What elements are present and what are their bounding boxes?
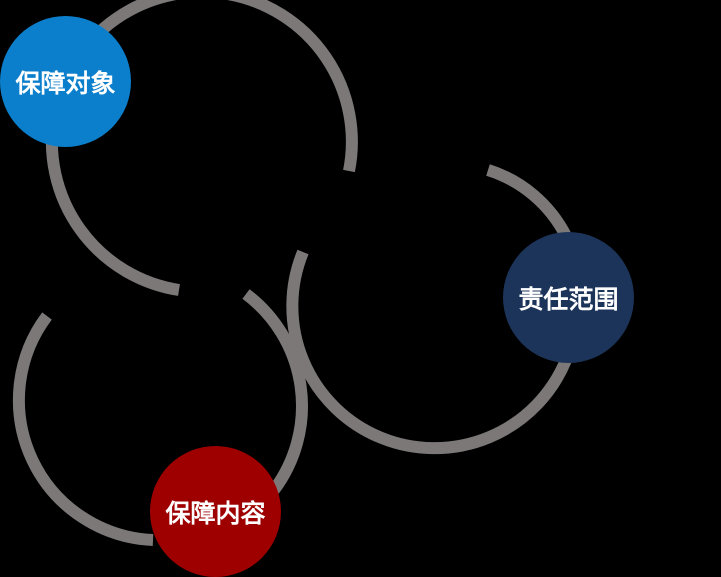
node-scope: 责任范围	[503, 232, 634, 363]
ring-arc-right-lower	[286, 249, 572, 455]
ring-arc-bottom-left	[12, 312, 154, 546]
node-scope-label: 责任范围	[518, 284, 619, 314]
node-target-label: 保障对象	[15, 68, 116, 98]
node-target: 保障对象	[0, 16, 131, 147]
ring-arc-right	[486, 164, 572, 239]
node-content-label: 保障内容	[165, 498, 266, 528]
ring-arc-top-left	[45, 0, 358, 296]
ring-arc-bottom-right	[242, 289, 308, 494]
node-content: 保障内容	[150, 446, 281, 577]
